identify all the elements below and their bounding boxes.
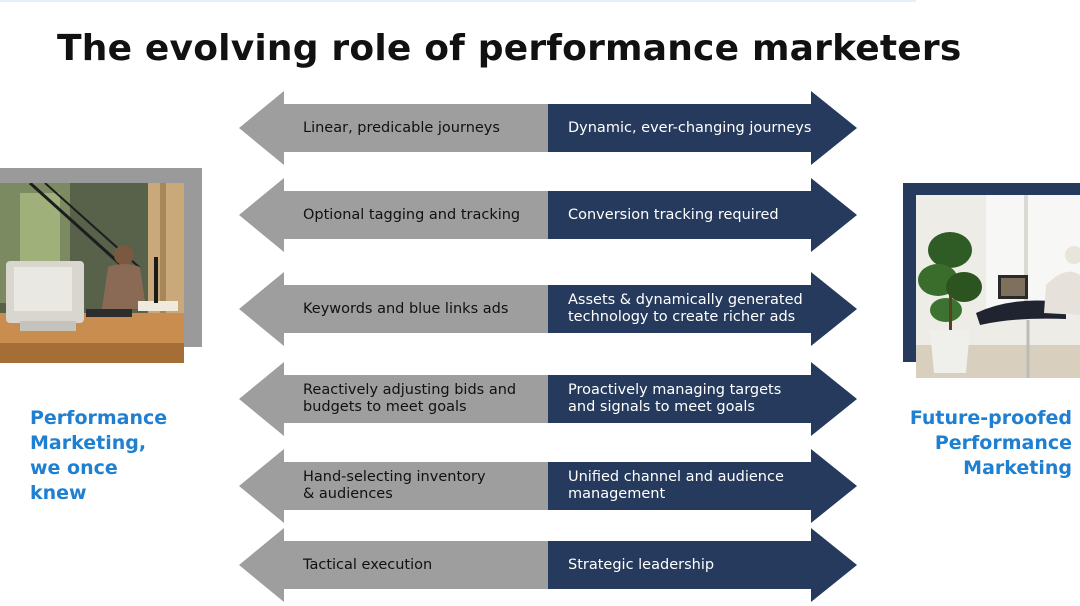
- new-approach-text: Unified channel and audience management: [568, 469, 784, 502]
- slide-title: The evolving role of performance markete…: [57, 28, 962, 69]
- old-approach-text: Hand-selecting inventory & audiences: [303, 469, 486, 502]
- comparison-row: Optional tagging and tracking Conversion…: [239, 178, 857, 252]
- new-approach-text: Strategic leadership: [568, 556, 715, 573]
- comparison-row: Tactical execution Strategic leadership: [239, 528, 857, 602]
- new-approach-text: Dynamic, ever-changing journeys: [568, 119, 812, 136]
- comparison-row: Hand-selecting inventory & audiences Uni…: [239, 449, 857, 523]
- old-approach-text: Keywords and blue links ads: [303, 300, 509, 317]
- old-approach-text: Linear, predicable journeys: [303, 119, 500, 136]
- top-divider: [0, 0, 916, 2]
- person-relaxing-illustration: [916, 195, 1080, 378]
- new-approach-text: Assets & dynamically generated technolog…: [568, 292, 803, 325]
- right-photo-image: [916, 195, 1080, 378]
- man-at-computer-illustration: [0, 183, 184, 363]
- comparison-row: Linear, predicable journeys Dynamic, eve…: [239, 91, 857, 165]
- old-approach-text: Reactively adjusting bids and budgets to…: [303, 382, 517, 415]
- left-caption: Performance Marketing, we once knew: [30, 407, 168, 504]
- comparison-row: Keywords and blue links ads Assets & dyn…: [239, 272, 857, 346]
- new-approach-text: Conversion tracking required: [568, 206, 779, 223]
- left-photo-image: [0, 183, 184, 363]
- old-approach-text: Optional tagging and tracking: [303, 206, 521, 223]
- new-approach-text: Proactively managing targets and signals…: [568, 382, 782, 415]
- right-caption: Future-proofed Performance Marketing: [909, 407, 1072, 479]
- comparison-row: Reactively adjusting bids and budgets to…: [239, 362, 857, 436]
- old-approach-text: Tactical execution: [303, 556, 433, 573]
